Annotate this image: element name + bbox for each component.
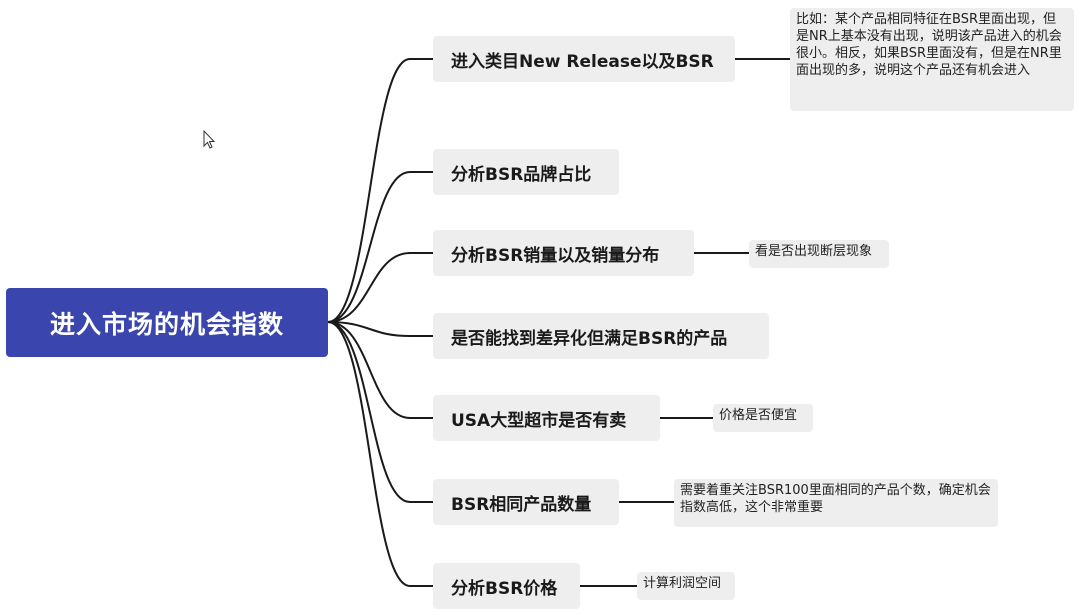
connector-3 xyxy=(327,252,433,323)
mouse-pointer-icon xyxy=(203,130,216,149)
note-node-7[interactable]: 计算利润空间 xyxy=(637,572,735,600)
note-node-1[interactable]: 比如：某个产品相同特征在BSR里面出现，但是NR上基本没有出现，说明该产品进入的… xyxy=(790,8,1074,111)
note-node-3[interactable]: 看是否出现断层现象 xyxy=(749,240,889,268)
note-text: 计算利润空间 xyxy=(643,576,722,591)
branch-label: 分析BSR销量以及销量分布 xyxy=(451,245,660,266)
connector-2 xyxy=(327,171,433,323)
root-node-label: 进入市场的机会指数 xyxy=(49,309,284,339)
note-node-6[interactable]: 需要着重关注BSR100里面相同的产品个数，确定机会指数高低，这个非常重要 xyxy=(674,479,998,527)
root-node[interactable]: 进入市场的机会指数 xyxy=(6,288,328,357)
connector-7 xyxy=(327,321,433,587)
branch-node-7[interactable]: 分析BSR价格 xyxy=(433,563,580,609)
branch-node-4[interactable]: 是否能找到差异化但满足BSR的产品 xyxy=(433,313,769,359)
note-text: 价格是否便宜 xyxy=(719,408,798,423)
note-text: 需要着重关注BSR100里面相同的产品个数，确定机会指数高低，这个非常重要 xyxy=(680,483,991,515)
branch-node-6[interactable]: BSR相同产品数量 xyxy=(433,479,619,525)
note-text: 比如：某个产品相同特征在BSR里面出现，但是NR上基本没有出现，说明该产品进入的… xyxy=(796,12,1062,78)
branch-node-2[interactable]: 分析BSR品牌占比 xyxy=(433,149,619,195)
connector-5 xyxy=(327,321,433,419)
branch-label: USA大型超市是否有卖 xyxy=(451,410,627,431)
branch-node-3[interactable]: 分析BSR销量以及销量分布 xyxy=(433,230,694,276)
branch-label: 分析BSR价格 xyxy=(451,578,558,599)
note-node-5[interactable]: 价格是否便宜 xyxy=(713,404,813,432)
connector-1 xyxy=(327,58,433,323)
branch-label: BSR相同产品数量 xyxy=(451,494,592,515)
branch-label: 进入类目New Release以及BSR xyxy=(451,51,714,72)
connector-6 xyxy=(327,321,433,503)
branch-label: 是否能找到差异化但满足BSR的产品 xyxy=(451,328,728,349)
branch-node-5[interactable]: USA大型超市是否有卖 xyxy=(433,395,660,441)
branch-node-1[interactable]: 进入类目New Release以及BSR xyxy=(433,36,735,82)
note-text: 看是否出现断层现象 xyxy=(755,244,873,259)
branch-label: 分析BSR品牌占比 xyxy=(451,164,592,185)
connector-4 xyxy=(327,321,433,337)
